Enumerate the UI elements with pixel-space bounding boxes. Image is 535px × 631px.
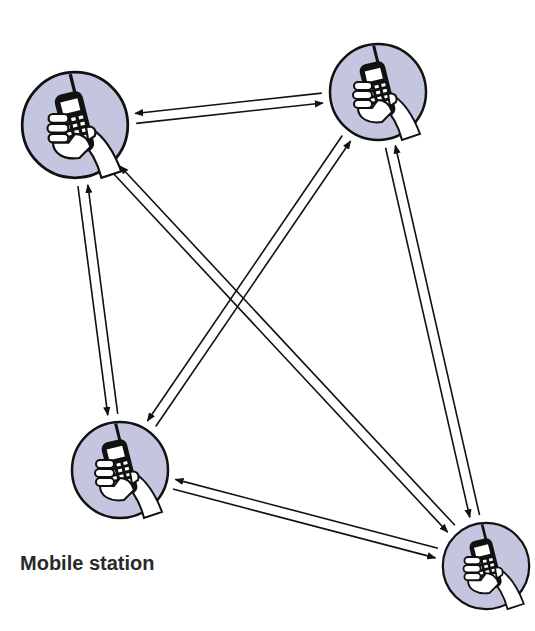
phone-in-hand-icon (328, 42, 428, 142)
figure-label: Mobile station (20, 552, 154, 575)
link-arrow (386, 148, 470, 518)
link-arrow (395, 145, 479, 515)
mobile-station (70, 420, 170, 520)
phone-in-hand-icon (70, 420, 170, 520)
phone-in-hand-icon (20, 70, 130, 180)
link-arrow (156, 141, 351, 426)
link-arrow (120, 166, 455, 525)
phone-in-hand-icon (441, 521, 531, 611)
mobile-station (328, 42, 428, 142)
link-arrow (173, 489, 436, 558)
link-arrow (175, 479, 438, 548)
link-arrow (147, 135, 342, 420)
link-arrow (135, 93, 322, 113)
link-arrow (88, 185, 118, 414)
link-arrow (136, 103, 323, 123)
mobile-station (20, 70, 130, 180)
mobile-station (441, 521, 531, 611)
